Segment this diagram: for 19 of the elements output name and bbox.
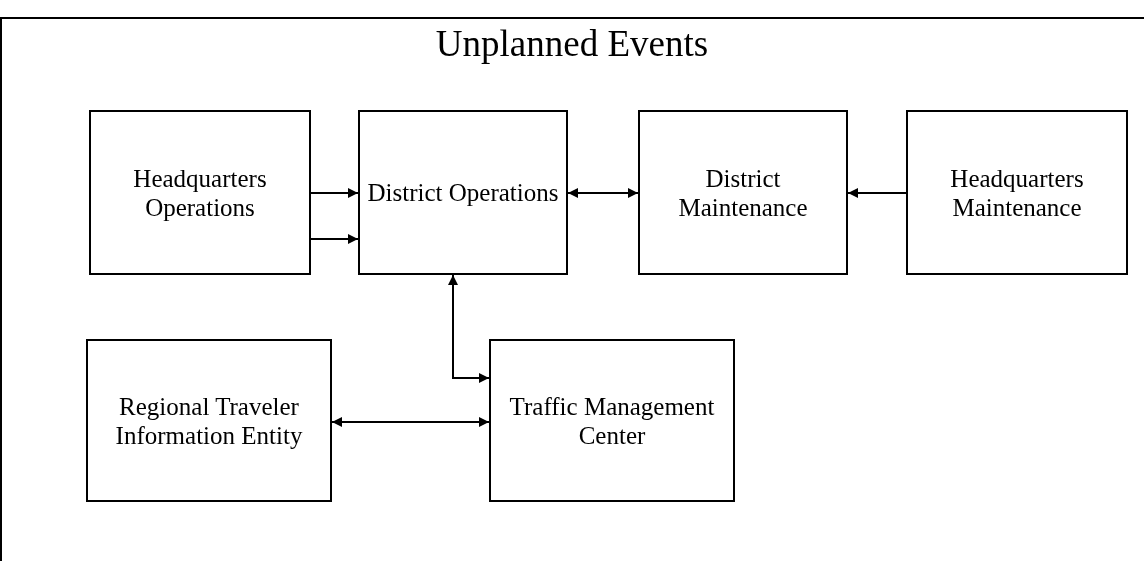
box-label: Headquarters Maintenance <box>949 163 1085 222</box>
diagram-title: Unplanned Events <box>434 22 710 66</box>
arrow <box>847 188 907 198</box>
process-box <box>489 339 735 502</box>
box-label: Traffic Management Center <box>508 391 716 450</box>
box-label: Headquarters Operations <box>132 163 268 222</box>
box-label: Regional Traveler Information Entity <box>114 391 304 450</box>
arrow <box>567 188 639 198</box>
arrow <box>448 274 490 383</box>
arrow <box>310 188 359 198</box>
box-label: District Maintenance <box>677 163 809 222</box>
process-box <box>638 110 848 275</box>
process-box <box>89 110 311 275</box>
arrow <box>331 417 490 427</box>
process-box <box>358 110 568 275</box>
arrow <box>310 234 359 244</box>
process-box <box>86 339 332 502</box>
process-box <box>906 110 1128 275</box>
box-label: District Operations <box>366 178 560 207</box>
